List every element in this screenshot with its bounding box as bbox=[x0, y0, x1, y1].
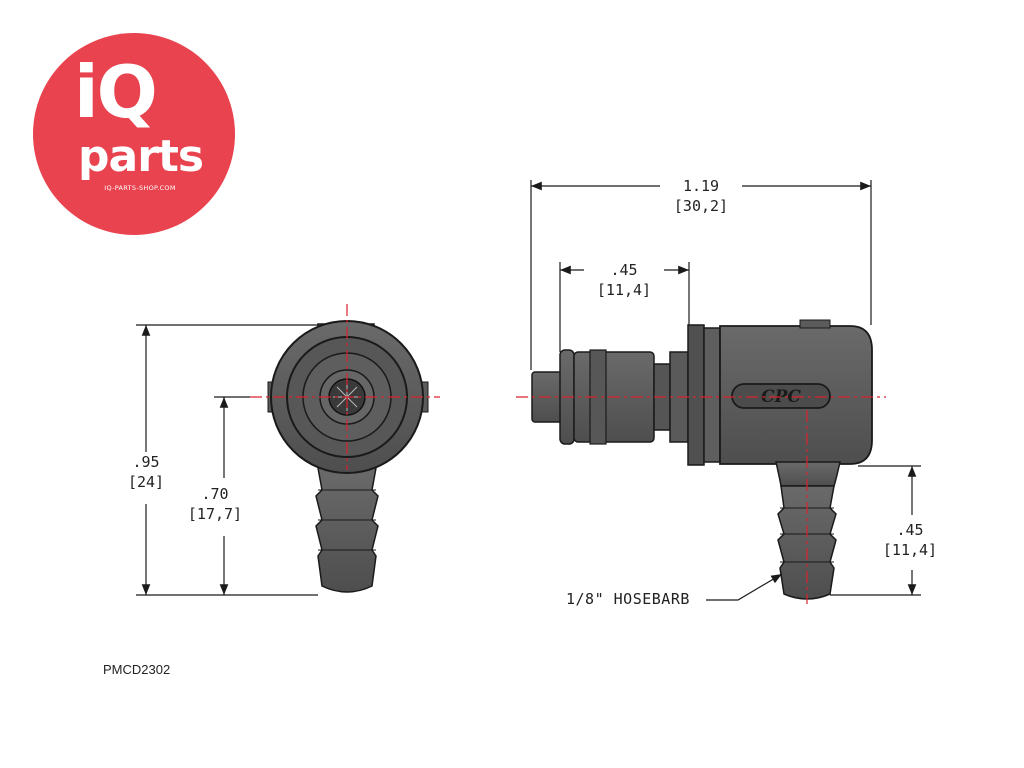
dim-barb-height-inch: .45 bbox=[896, 521, 924, 539]
dim-barb-height-mm: [11,4] bbox=[882, 541, 938, 559]
dim-center-height-mm: [17,7] bbox=[187, 505, 243, 523]
hosebarb-callout: 1/8" HOSEBARB bbox=[566, 590, 690, 608]
dim-overall-length: 1.19 [30,2] bbox=[660, 176, 742, 216]
dim-center-height: .70 [17,7] bbox=[180, 484, 250, 524]
dim-overall-length-mm: [30,2] bbox=[673, 197, 729, 215]
dim-stem-length-mm: [11,4] bbox=[596, 281, 652, 299]
logo-parts-text: parts bbox=[78, 131, 204, 182]
dim-center-height-inch: .70 bbox=[201, 485, 229, 503]
side-view: CPC bbox=[516, 180, 921, 604]
dim-overall-height: .95 [24] bbox=[120, 452, 172, 492]
cpc-logo: CPC bbox=[761, 387, 801, 407]
front-view bbox=[136, 304, 440, 596]
part-code: PMCD2302 bbox=[103, 662, 171, 677]
logo-url-text: IQ-PARTS-SHOP.COM bbox=[104, 184, 176, 192]
dim-stem-length: .45 [11,4] bbox=[584, 260, 664, 300]
logo-iq-text: iQ bbox=[74, 50, 158, 134]
dim-stem-length-inch: .45 bbox=[610, 261, 638, 279]
brand-logo bbox=[33, 33, 235, 235]
dim-overall-height-mm: [24] bbox=[127, 473, 165, 491]
dim-overall-height-inch: .95 bbox=[132, 453, 160, 471]
dim-overall-length-inch: 1.19 bbox=[682, 177, 720, 195]
dim-barb-height: .45 [11,4] bbox=[870, 520, 950, 560]
